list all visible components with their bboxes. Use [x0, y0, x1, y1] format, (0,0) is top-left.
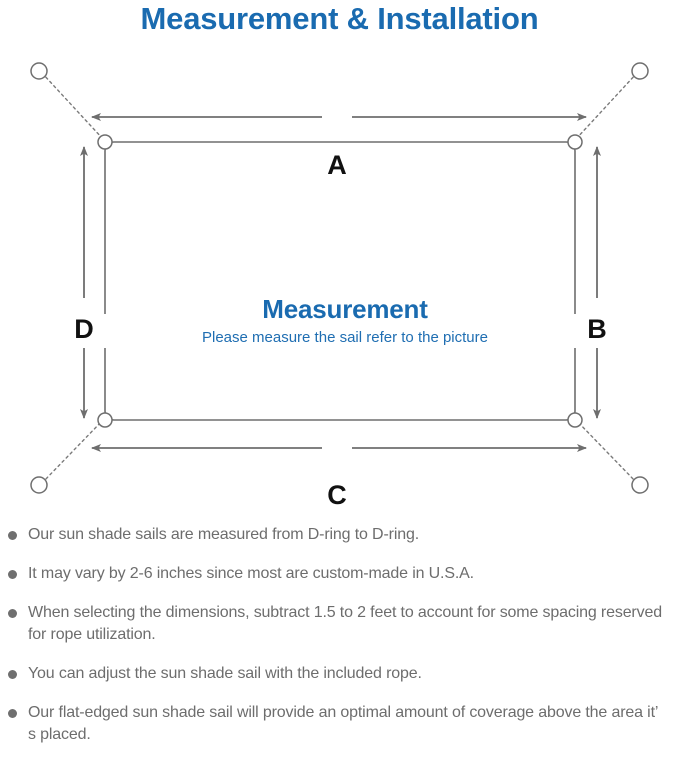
rope-line-top-right: [575, 72, 638, 140]
bullet-icon: [8, 609, 17, 618]
notes-list: Our sun shade sails are measured from D-…: [0, 524, 679, 763]
bullet-icon: [8, 670, 17, 679]
bullet-icon: [8, 570, 17, 579]
rope-line-bottom-right: [575, 419, 638, 484]
d-ring-top-left: [97, 134, 113, 150]
d-ring-bottom-left: [97, 412, 113, 428]
list-item: Our sun shade sails are measured from D-…: [0, 524, 679, 546]
bullet-icon: [8, 709, 17, 718]
diagram-svg: [30, 62, 649, 494]
measurement-diagram: Measurement Please measure the sail refe…: [0, 50, 679, 514]
anchor-point-bottom-left: [30, 476, 48, 494]
list-item: Our flat-edged sun shade sail will provi…: [0, 702, 679, 746]
anchor-point-top-right: [631, 62, 649, 80]
list-item-text: You can adjust the sun shade sail with t…: [28, 665, 422, 682]
dimension-label-c: C: [305, 480, 369, 514]
d-rings: [97, 134, 583, 428]
d-ring-bottom-right: [567, 412, 583, 428]
sail-outline: [104, 141, 576, 421]
anchor-points: [30, 62, 649, 494]
sail-label-sub: Please measure the sail refer to the pic…: [202, 329, 488, 346]
rope-line-bottom-left: [41, 419, 104, 484]
rope-line-top-left: [41, 72, 104, 140]
list-item-text: Our sun shade sails are measured from D-…: [28, 526, 420, 543]
list-item-text: Our flat-edged sun shade sail will provi…: [28, 704, 658, 743]
bullet-icon: [8, 531, 17, 540]
sail-label-main: Measurement: [262, 294, 428, 324]
anchor-point-bottom-right: [631, 476, 649, 494]
page-title: Measurement & Installation: [140, 1, 539, 36]
list-item: It may vary by 2-6 inches since most are…: [0, 563, 679, 585]
rope-lines: [41, 72, 638, 484]
list-item-text: When selecting the dimensions, subtract …: [28, 604, 662, 643]
dimension-label-d: D: [60, 314, 108, 348]
list-item: When selecting the dimensions, subtract …: [0, 602, 679, 646]
d-ring-top-right: [567, 134, 583, 150]
list-item: You can adjust the sun shade sail with t…: [0, 663, 679, 685]
list-item-text: It may vary by 2-6 inches since most are…: [28, 565, 474, 582]
dimension-label-b: B: [573, 314, 621, 348]
anchor-point-top-left: [30, 62, 48, 80]
dimension-label-a: A: [305, 150, 369, 184]
